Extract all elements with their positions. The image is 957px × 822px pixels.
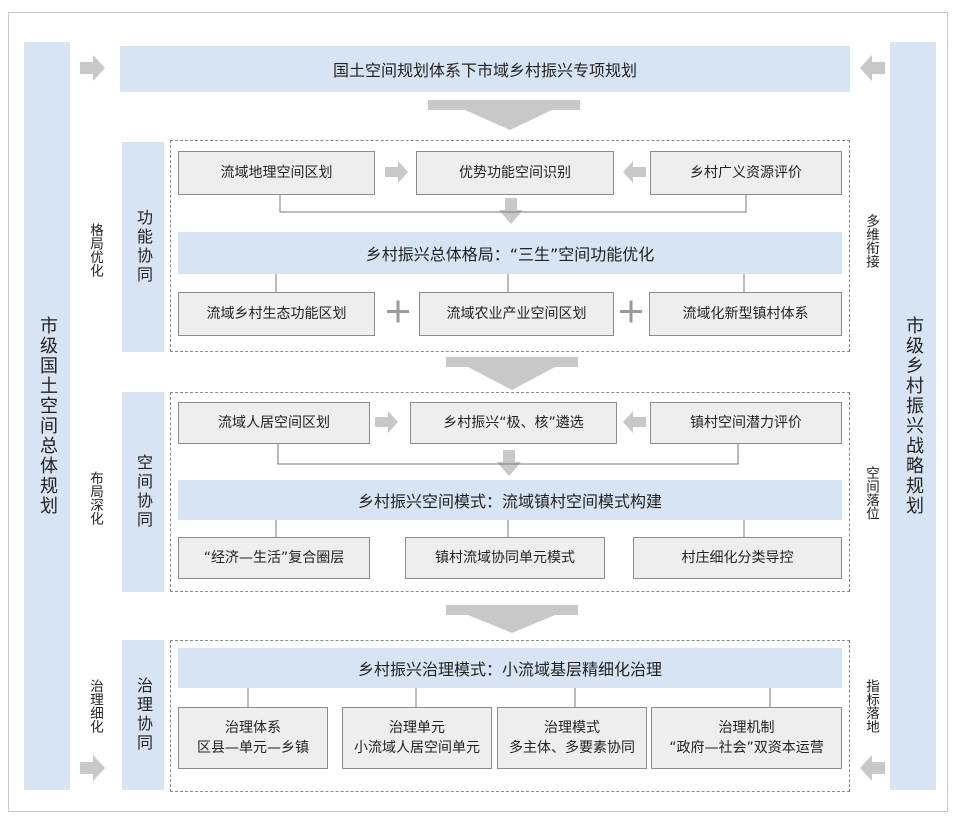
bar-text: 乡村振兴总体格局：“三生”空间功能优化 [365,245,655,264]
input-box: 乡村广义资源评价 [650,151,842,195]
box-text: 村庄细化分类导控 [681,550,794,566]
input-box: 优势功能空间识别 [416,151,614,195]
arrow-left-icon [860,55,885,81]
section-1-bar: 乡村振兴总体格局：“三生”空间功能优化 [178,232,842,274]
plus-icon [396,300,400,323]
input-box: 流域地理空间区划 [178,151,375,195]
arrow-down-icon [446,357,578,390]
arrow-down-icon [499,198,523,224]
section-3-body [170,640,850,792]
section-2-bar: 乡村振兴空间模式：流域镇村空间模式构建 [178,480,842,520]
top-banner: 国土空间规划体系下市域乡村振兴专项规划 [120,46,850,92]
box-text: 流域地理空间区划 [220,165,333,181]
output-box: 流域化新型镇村体系 [649,292,842,336]
box-subtitle: 小流域人居空间单元 [354,740,480,756]
section-left-label-text: 格局优化 [87,223,103,277]
arrow-left-icon [623,161,646,183]
outer-frame [8,12,948,812]
section-right-label-text: 多维衔接 [863,214,879,268]
output-box: 村庄细化分类导控 [633,537,842,579]
left-column-text: 市级国土空间总体规划 [37,316,58,516]
arrow-left-icon [623,411,646,433]
arrow-right-icon [80,55,105,81]
top-banner-text: 国土空间规划体系下市域乡村振兴专项规划 [332,61,637,80]
box-text: 流域农业产业空间区划 [446,306,587,322]
section-2-title-panel: 空间协同 [122,392,164,592]
arrow-right-icon [80,755,105,781]
section-right-label-text: 指标落地 [863,679,879,733]
output-box: 流域乡村生态功能区划 [178,292,375,336]
right-column-panel: 市级乡村振兴战略规划 [890,42,936,790]
box-subtitle: “政府—社会”双资本运营 [669,740,824,756]
box-text: 镇村流域协同单元模式 [435,550,575,566]
input-box: 乡村振兴“极、核”遴选 [410,402,617,444]
section-1-body [170,140,850,352]
box-text: 乡村广义资源评价 [690,165,802,181]
left-column-panel: 市级国土空间总体规划 [24,42,70,790]
section-3-left-label: 治理细化 [78,664,112,748]
arrow-left-icon [860,755,885,781]
box-text: 镇村空间潜力评价 [690,415,802,431]
box-title: 治理机制 [718,720,775,736]
arrow-down-icon [428,100,580,130]
output-box: “经济—生活”复合圈层 [178,537,370,579]
output-box: 镇村流域协同单元模式 [405,537,605,579]
input-box: 流域人居空间区划 [178,402,370,444]
right-column-text: 市级乡村振兴战略规划 [903,316,924,516]
section-3-title-panel: 治理协同 [122,640,164,790]
section-1-left-label: 格局优化 [78,208,112,292]
arrow-down-icon [497,450,521,476]
section-title-text: 治理协同 [134,677,153,753]
section-2-left-label: 布局深化 [78,456,112,540]
output-box: 流域农业产业空间区划 [419,292,614,336]
box-text: 流域乡村生态功能区划 [206,306,347,322]
box-title: 治理模式 [544,720,600,736]
box-text: 乡村振兴“极、核”遴选 [443,415,584,431]
box-title: 治理单元 [389,720,445,736]
section-1-title-panel: 功能协同 [122,142,164,352]
arrow-right-icon [375,411,398,433]
section-title-text: 功能协同 [134,209,153,285]
box-title: 治理体系 [225,720,281,736]
output-box: 治理单元 小流域人居空间单元 [342,707,492,769]
output-box: 治理模式 多主体、多要素协同 [497,707,647,769]
arrow-right-icon [385,161,408,183]
box-text: 优势功能空间识别 [459,165,571,181]
section-3-bar: 乡村振兴治理模式：小流域基层精细化治理 [178,648,842,688]
box-subtitle: 区县—单元—乡镇 [197,740,309,756]
output-box: 治理机制 “政府—社会”双资本运营 [651,707,842,769]
section-left-label-text: 布局深化 [87,471,103,525]
section-left-label-text: 治理细化 [87,679,103,733]
plus-icon [629,300,633,323]
section-3-right-label: 指标落地 [856,664,886,748]
arrow-down-icon [446,605,578,633]
bar-text: 乡村振兴治理模式：小流域基层精细化治理 [357,660,662,679]
box-text: “经济—生活”复合圈层 [203,550,345,566]
section-2-right-label: 空间落位 [856,448,886,538]
box-text: 流域化新型镇村体系 [682,306,809,322]
bar-text: 乡村振兴空间模式：流域镇村空间模式构建 [357,492,662,511]
input-box: 镇村空间潜力评价 [650,402,842,444]
box-text: 流域人居空间区划 [218,415,330,431]
section-2-body [170,392,850,592]
section-1-right-label: 多维衔接 [856,196,886,286]
section-title-text: 空间协同 [134,454,153,530]
output-box: 治理体系 区县—单元—乡镇 [178,707,328,769]
section-right-label-text: 空间落位 [863,466,879,520]
box-subtitle: 多主体、多要素协同 [509,740,635,756]
